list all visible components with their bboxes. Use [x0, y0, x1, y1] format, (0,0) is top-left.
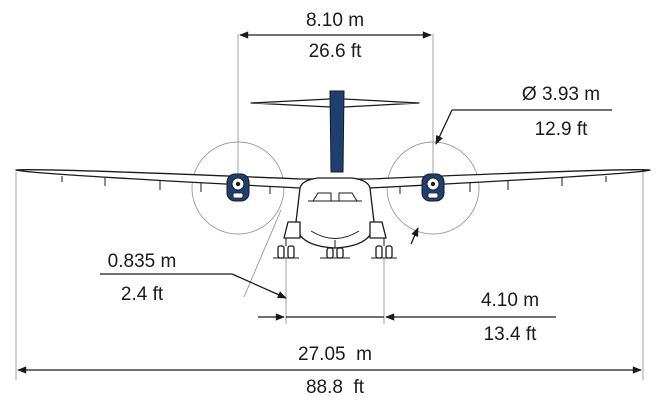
prop-diameter-metric: Ø 3.93 m: [522, 84, 600, 105]
prop-clearance-metric: 0.835 m: [108, 251, 177, 272]
dimension-prop-diameter: Ø 3.93 m 12.9 ft: [410, 84, 612, 245]
aircraft-front-view: [15, 90, 651, 259]
dimension-wingspan: 27.05 m 88.8 ft: [17, 344, 642, 398]
right-gear-sponson: [369, 221, 387, 239]
wingspan-imperial: 88.8 ft: [306, 377, 365, 398]
extension-lines: [15, 34, 644, 380]
gear-track-imperial: 13.4 ft: [484, 324, 538, 345]
wing: [15, 169, 651, 189]
right-propeller-disk: [386, 141, 480, 235]
prop-spacing-imperial: 26.6 ft: [309, 41, 363, 62]
left-propeller-disk: [191, 141, 285, 235]
right-main-landing-gear: [371, 236, 397, 259]
gear-track-metric: 4.10 m: [481, 290, 539, 311]
prop-spacing-metric: 8.10 m: [306, 10, 364, 31]
fuselage: [295, 177, 375, 249]
dimension-gear-track: 4.10 m 13.4 ft: [258, 290, 556, 345]
vertical-tail-fin: [329, 90, 345, 173]
dimension-prop-spacing: 8.10 m 26.6 ft: [239, 10, 432, 62]
wingspan-metric: 27.05 m: [298, 344, 372, 365]
dimension-prop-clearance: 0.835 m 2.4 ft: [100, 251, 287, 305]
right-engine-nacelle: [421, 173, 445, 202]
nose-landing-gear: [320, 240, 350, 259]
propeller-disks: [191, 141, 480, 235]
prop-clearance-imperial: 2.4 ft: [121, 284, 164, 305]
cockpit-windows: [308, 192, 362, 202]
left-engine-nacelle: [226, 173, 250, 202]
left-gear-sponson: [283, 221, 301, 239]
left-main-landing-gear: [273, 236, 299, 259]
flap-fairings: [61, 176, 607, 194]
prop-diameter-imperial: 12.9 ft: [535, 119, 589, 140]
